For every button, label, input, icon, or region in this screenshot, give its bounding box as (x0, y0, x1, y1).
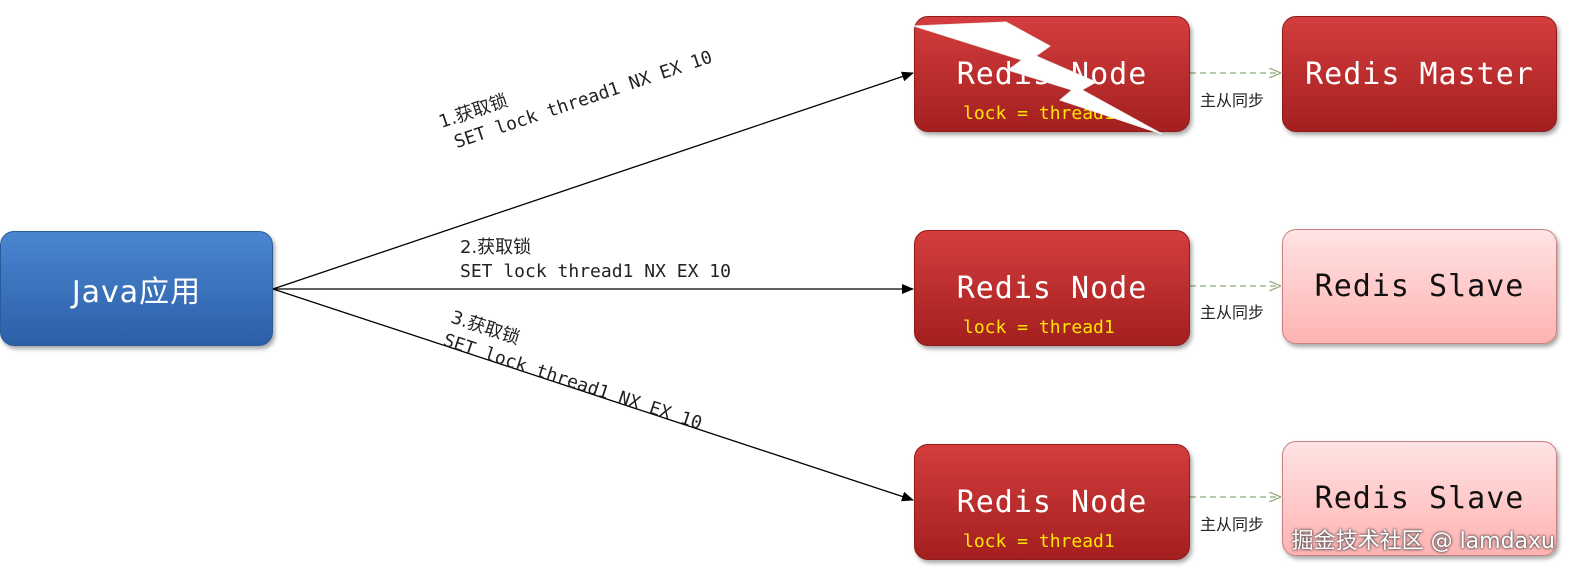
redis-master-box: Redis Master (1282, 16, 1557, 132)
redis-slave-box-2: Redis Slave (1282, 441, 1557, 556)
redis-node-3-lock: lock = thread1 (963, 531, 1115, 552)
java-app-box: Java应用 (0, 231, 273, 346)
watermark: 掘金技术社区 @ lamdaxu (1291, 529, 1555, 554)
arrow-to-node-1 (272, 71, 914, 290)
redis-node-2-title: Redis Node (956, 271, 1148, 306)
arrow-to-node-3 (272, 288, 914, 502)
lightning-bolt-icon (913, 21, 1163, 135)
arrow-2-command: SET lock thread1 NX EX 10 (460, 261, 731, 282)
redis-node-2-lock: lock = thread1 (963, 317, 1115, 338)
java-app-label: Java应用 (71, 274, 202, 310)
redis-master-label: Redis Master (1305, 56, 1534, 92)
arrow-label-2: 2.获取锁 SET lock thread1 NX EX 10 (460, 236, 731, 284)
sync-label-1: 主从同步 (1200, 91, 1265, 110)
arrow-2-step: 2.获取锁 (460, 237, 532, 258)
sync-label-3: 主从同步 (1200, 515, 1265, 534)
redis-slave-box-1: Redis Slave (1282, 229, 1557, 344)
redis-slave-2-label: Redis Slave (1314, 481, 1525, 516)
redis-node-3: Redis Node lock = thread1 (914, 444, 1190, 560)
redis-node-1-lock: lock = thread1 (963, 103, 1115, 124)
sync-label-2: 主从同步 (1200, 303, 1265, 322)
redis-node-2: Redis Node lock = thread1 (914, 230, 1190, 346)
redis-slave-1-label: Redis Slave (1314, 269, 1525, 304)
redis-node-3-title: Redis Node (956, 485, 1148, 520)
